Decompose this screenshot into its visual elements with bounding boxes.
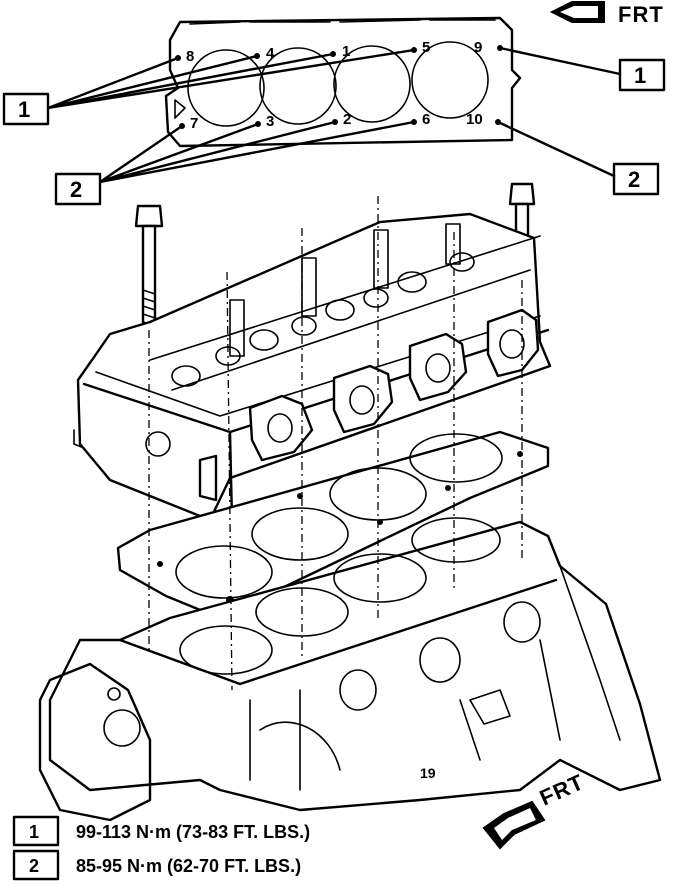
callout-left-2: 2 — [54, 120, 416, 206]
legend-text-1: 99-113 N·m (73-83 FT. LBS.) — [76, 822, 310, 842]
torque-legend: 1 99-113 N·m (73-83 FT. LBS.) 2 85-95 N·… — [12, 815, 310, 881]
legend-key-1: 1 — [29, 822, 39, 842]
legend-item-1: 1 99-113 N·m (73-83 FT. LBS.) — [12, 815, 310, 847]
seq-label-9: 9 — [474, 39, 482, 56]
seq-label-5: 5 — [422, 39, 430, 56]
callout-label-left-1: 1 — [18, 97, 30, 122]
frt-arrow-top: FRT — [549, 1, 664, 27]
engine-block: 19 — [38, 517, 662, 822]
callout-right-2: 2 — [496, 120, 660, 196]
seq-label-10: 10 — [466, 111, 483, 128]
seq-label-2: 2 — [343, 111, 351, 128]
seq-label-6: 6 — [422, 111, 430, 128]
callout-label-left-2: 2 — [70, 177, 82, 202]
seq-label-3: 3 — [266, 113, 274, 130]
cylinder-bore-2-outline — [259, 47, 337, 125]
frt-label-bottom: FRT — [536, 769, 588, 810]
cylinder-bore-1-outline — [187, 49, 265, 127]
cylinder-head — [73, 212, 552, 522]
cylinder-bore-4-outline — [411, 41, 489, 119]
seq-label-7: 7 — [190, 115, 198, 132]
callout-label-right-2: 2 — [628, 167, 640, 192]
legend-text-2: 85-95 N·m (62-70 FT. LBS.) — [76, 856, 301, 876]
cylinder-bore-3-outline — [333, 45, 411, 123]
seq-label-1: 1 — [342, 43, 350, 60]
bolt-center-lines — [148, 196, 523, 691]
seq-label-4: 4 — [266, 45, 275, 62]
callout-label-right-1: 1 — [634, 63, 646, 88]
partial-marking: 19 — [420, 765, 436, 781]
frt-label-top: FRT — [618, 2, 664, 27]
legend-item-2: 2 85-95 N·m (62-70 FT. LBS.) — [12, 849, 301, 881]
legend-key-2: 2 — [29, 856, 39, 876]
seq-label-8: 8 — [186, 48, 194, 65]
callout-right-1: 1 — [498, 46, 666, 92]
callout-left-1: 1 — [2, 48, 416, 126]
